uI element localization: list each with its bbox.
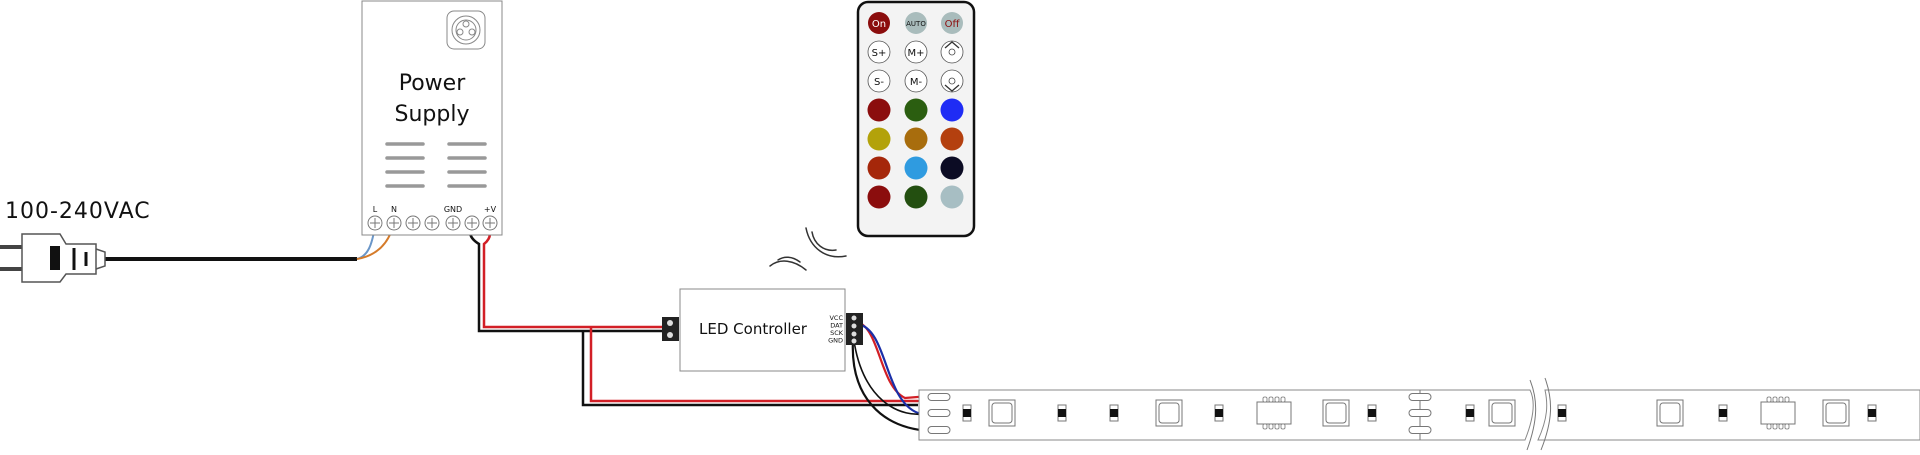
rgb-led [1822, 399, 1850, 427]
strip-outline [918, 389, 1534, 441]
driver-ic [1256, 396, 1292, 430]
smd-resistor [1057, 404, 1067, 422]
terminal-screw [386, 215, 402, 231]
rgb-led [1488, 399, 1516, 427]
speed-down-button [867, 69, 891, 93]
color-button [867, 127, 891, 151]
vent-grille [385, 142, 487, 188]
mode-up-label: M+ [907, 48, 924, 59]
color-button [940, 98, 964, 122]
power-supply-title-line1: Power [399, 71, 466, 96]
mode-up-button [904, 40, 928, 64]
rgb-led [988, 399, 1016, 427]
strip-components [927, 393, 1877, 434]
fan-icon [446, 10, 486, 50]
power-supply-title-line2: Supply [395, 102, 470, 127]
terminal-vplus-label: +V [484, 205, 497, 214]
rgb-led [1322, 399, 1350, 427]
controller-body [679, 288, 846, 372]
on-button [868, 12, 890, 34]
auto-button-label: AUTO [906, 20, 926, 28]
smd-resistor [1867, 404, 1877, 422]
color-button [904, 156, 928, 180]
terminal-screw [367, 215, 383, 231]
mode-down-label: M- [910, 77, 923, 88]
terminal-block [367, 215, 498, 231]
wireless-signal-icon [769, 227, 847, 271]
speed-up-label: S+ [872, 48, 887, 59]
branch-red-wire [589, 327, 918, 403]
color-button [940, 127, 964, 151]
driver-ic [1760, 396, 1796, 430]
color-button [904, 98, 928, 122]
terminal-screw [464, 215, 480, 231]
voltage-label: 100-240VAC [5, 199, 151, 224]
out-dat-wire [857, 322, 930, 415]
out-gnd-wire [851, 339, 931, 433]
branch-gnd-wire [581, 331, 918, 407]
brightness-up-icon [940, 40, 964, 64]
strip-break [1526, 377, 1552, 451]
solder-pads [1408, 393, 1432, 434]
remote-control-icon: On AUTO Off S+ M+ S- M- [856, 0, 976, 238]
mode-down-button [904, 69, 928, 93]
controller-output-terminal [846, 313, 863, 345]
psu-vplus-wire [482, 225, 662, 329]
color-button [904, 185, 928, 209]
pin-label: VCC [829, 314, 843, 322]
smd-resistor [1367, 404, 1377, 422]
solder-pads [927, 393, 951, 434]
auto-button [905, 12, 927, 34]
plug-icon [0, 233, 106, 283]
psu-gnd-wire [468, 225, 662, 333]
smd-resistor [1214, 404, 1224, 422]
terminal-gnd-label: GND [444, 205, 462, 214]
rgb-led [1656, 399, 1684, 427]
strip-outline-2 [1537, 389, 1920, 441]
smd-resistor [1109, 404, 1119, 422]
pin-label: DAT [830, 322, 843, 330]
color-button [867, 98, 891, 122]
terminal-screw [445, 215, 461, 231]
controller-label: LED Controller [699, 320, 808, 338]
pin-label: SCK [830, 329, 844, 337]
color-button-grid [867, 98, 964, 209]
power-supply-body [361, 0, 503, 236]
terminal-n-label: N [391, 205, 397, 214]
color-button [940, 156, 964, 180]
on-button-label: On [872, 19, 886, 30]
terminal-screw [482, 215, 498, 231]
smd-resistor [1718, 404, 1728, 422]
terminal-screw [424, 215, 440, 231]
color-button [940, 185, 964, 209]
brightness-down-icon [940, 69, 964, 93]
speed-down-label: S- [874, 77, 884, 88]
led-strip-icon [918, 377, 1920, 451]
color-button [904, 127, 928, 151]
terminal-screw [405, 215, 421, 231]
color-button [867, 185, 891, 209]
color-button [867, 156, 891, 180]
smd-resistor [1557, 404, 1567, 422]
terminal-l-label: L [373, 205, 378, 214]
controller-input-terminal [662, 317, 679, 341]
off-button [941, 12, 963, 34]
smd-resistor [962, 404, 972, 422]
rgb-led [1155, 399, 1183, 427]
power-supply: Power Supply L N GND +V [361, 0, 503, 236]
off-button-label: Off [945, 19, 961, 30]
speed-up-button [867, 40, 891, 64]
pin-label: GND [828, 337, 843, 345]
smd-resistor [1465, 404, 1475, 422]
